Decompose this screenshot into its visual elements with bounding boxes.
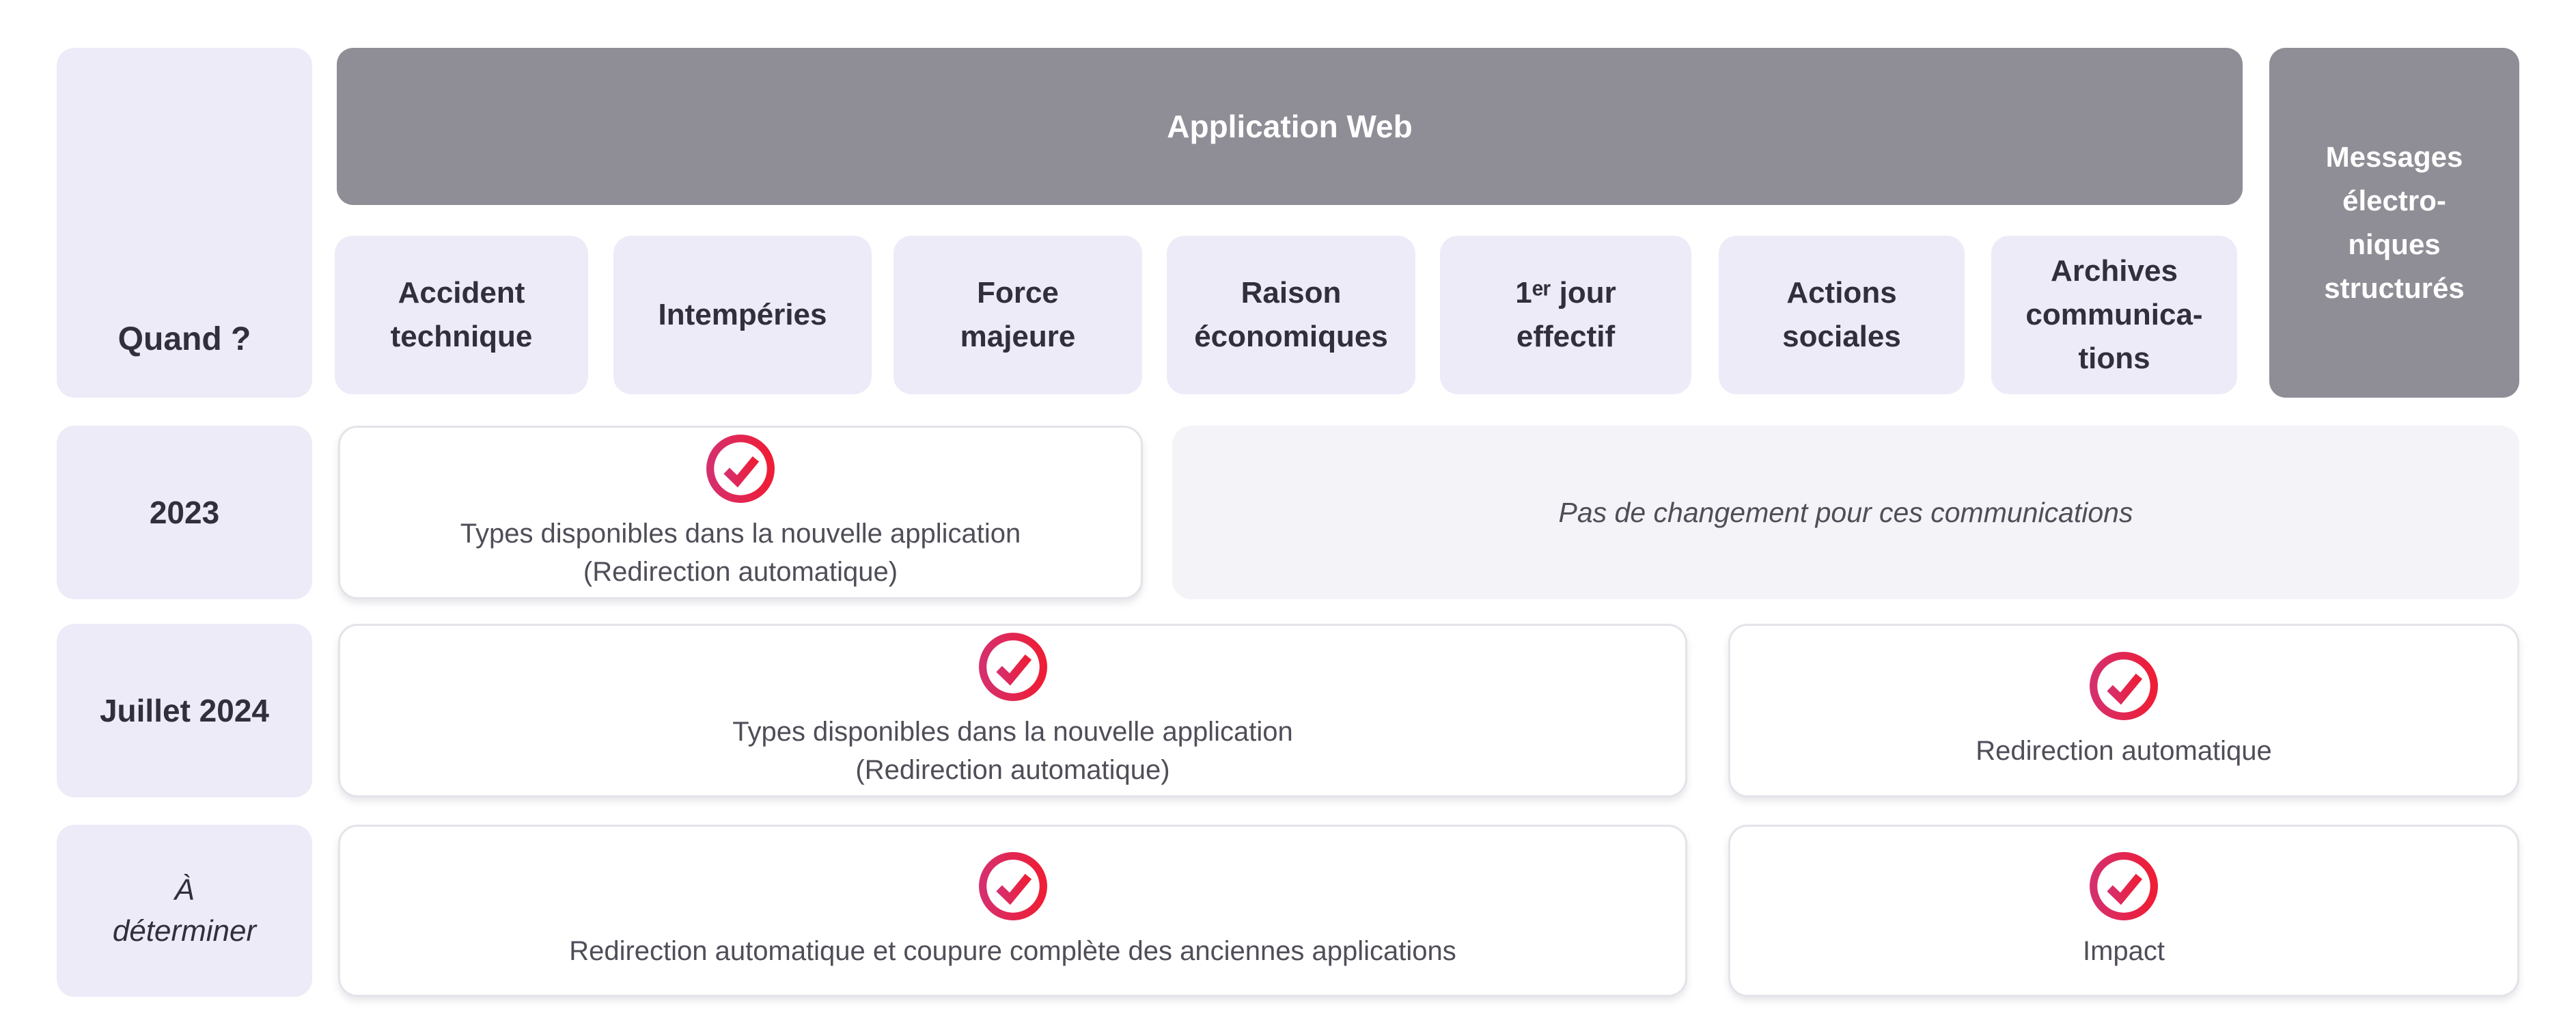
column-header-intemperies: Intempéries <box>613 236 872 394</box>
row-label-text: À déterminer <box>112 873 257 948</box>
column-header-archives-communications: Archives communica- tions <box>1991 236 2237 394</box>
cell-text: Pas de changement pour ces communication… <box>1558 496 2133 528</box>
check-circle-icon <box>978 633 1047 701</box>
row-label-juillet-2024: Juillet 2024 <box>57 624 312 797</box>
cell-a-determiner-messages: Impact <box>1728 825 2519 997</box>
column-header-text: Raison économiques <box>1194 276 1388 353</box>
column-header-force-majeure: Force majeure <box>894 236 1142 394</box>
cell-text: Types disponibles dans la nouvelle appli… <box>732 717 1293 785</box>
column-header-text: Actions sociales <box>1782 276 1901 353</box>
row-label-text: 2023 <box>149 495 220 530</box>
column-header-actions-sociales: Actions sociales <box>1719 236 1965 394</box>
check-circle-icon <box>978 852 1047 920</box>
cell-text: Redirection automatique <box>1976 736 2272 766</box>
column-header-1er-jour-effectif: 1ᵉʳ jour effectif <box>1440 236 1691 394</box>
cell-juillet-2024-messages: Redirection automatique <box>1728 624 2519 797</box>
column-header-text: Archives communica- tions <box>2025 254 2203 375</box>
header-application-web-bar: Application Web <box>337 48 2243 205</box>
check-circle-icon <box>706 435 775 503</box>
column-header-text: 1ᵉʳ jour effectif <box>1515 276 1616 353</box>
cell-2023-web-app: Types disponibles dans la nouvelle appli… <box>338 426 1143 599</box>
cell-juillet-2024-web-app: Types disponibles dans la nouvelle appli… <box>338 624 1687 797</box>
column-header-raison-economiques: Raison économiques <box>1167 236 1415 394</box>
row-label-2023: 2023 <box>57 426 312 599</box>
cell-2023-no-change: Pas de changement pour ces communication… <box>1172 426 2519 599</box>
column-header-text: Force majeure <box>960 276 1076 353</box>
header-messages-structures-bar: Messages électro- niques structurés <box>2269 48 2519 398</box>
header-application-web-text: Application Web <box>1167 109 1413 144</box>
row-label-quand: Quand ? <box>57 48 312 398</box>
header-messages-structures-text: Messages électro- niques structurés <box>2324 141 2465 304</box>
column-header-accident-technique: Accident technique <box>335 236 588 394</box>
row-label-quand-text: Quand ? <box>117 321 251 357</box>
column-header-text: Accident technique <box>390 276 533 353</box>
row-label-a-determiner: À déterminer <box>57 825 312 997</box>
cell-text: Types disponibles dans la nouvelle appli… <box>460 519 1021 587</box>
cell-text: Impact <box>2082 936 2165 966</box>
cell-text: Redirection automatique et coupure compl… <box>569 936 1456 966</box>
row-label-text: Juillet 2024 <box>99 693 270 728</box>
check-circle-icon <box>2090 652 2158 720</box>
column-header-text: Intempéries <box>658 298 827 331</box>
check-circle-icon <box>2090 852 2158 920</box>
cell-a-determiner-web-app: Redirection automatique et coupure compl… <box>338 825 1687 997</box>
